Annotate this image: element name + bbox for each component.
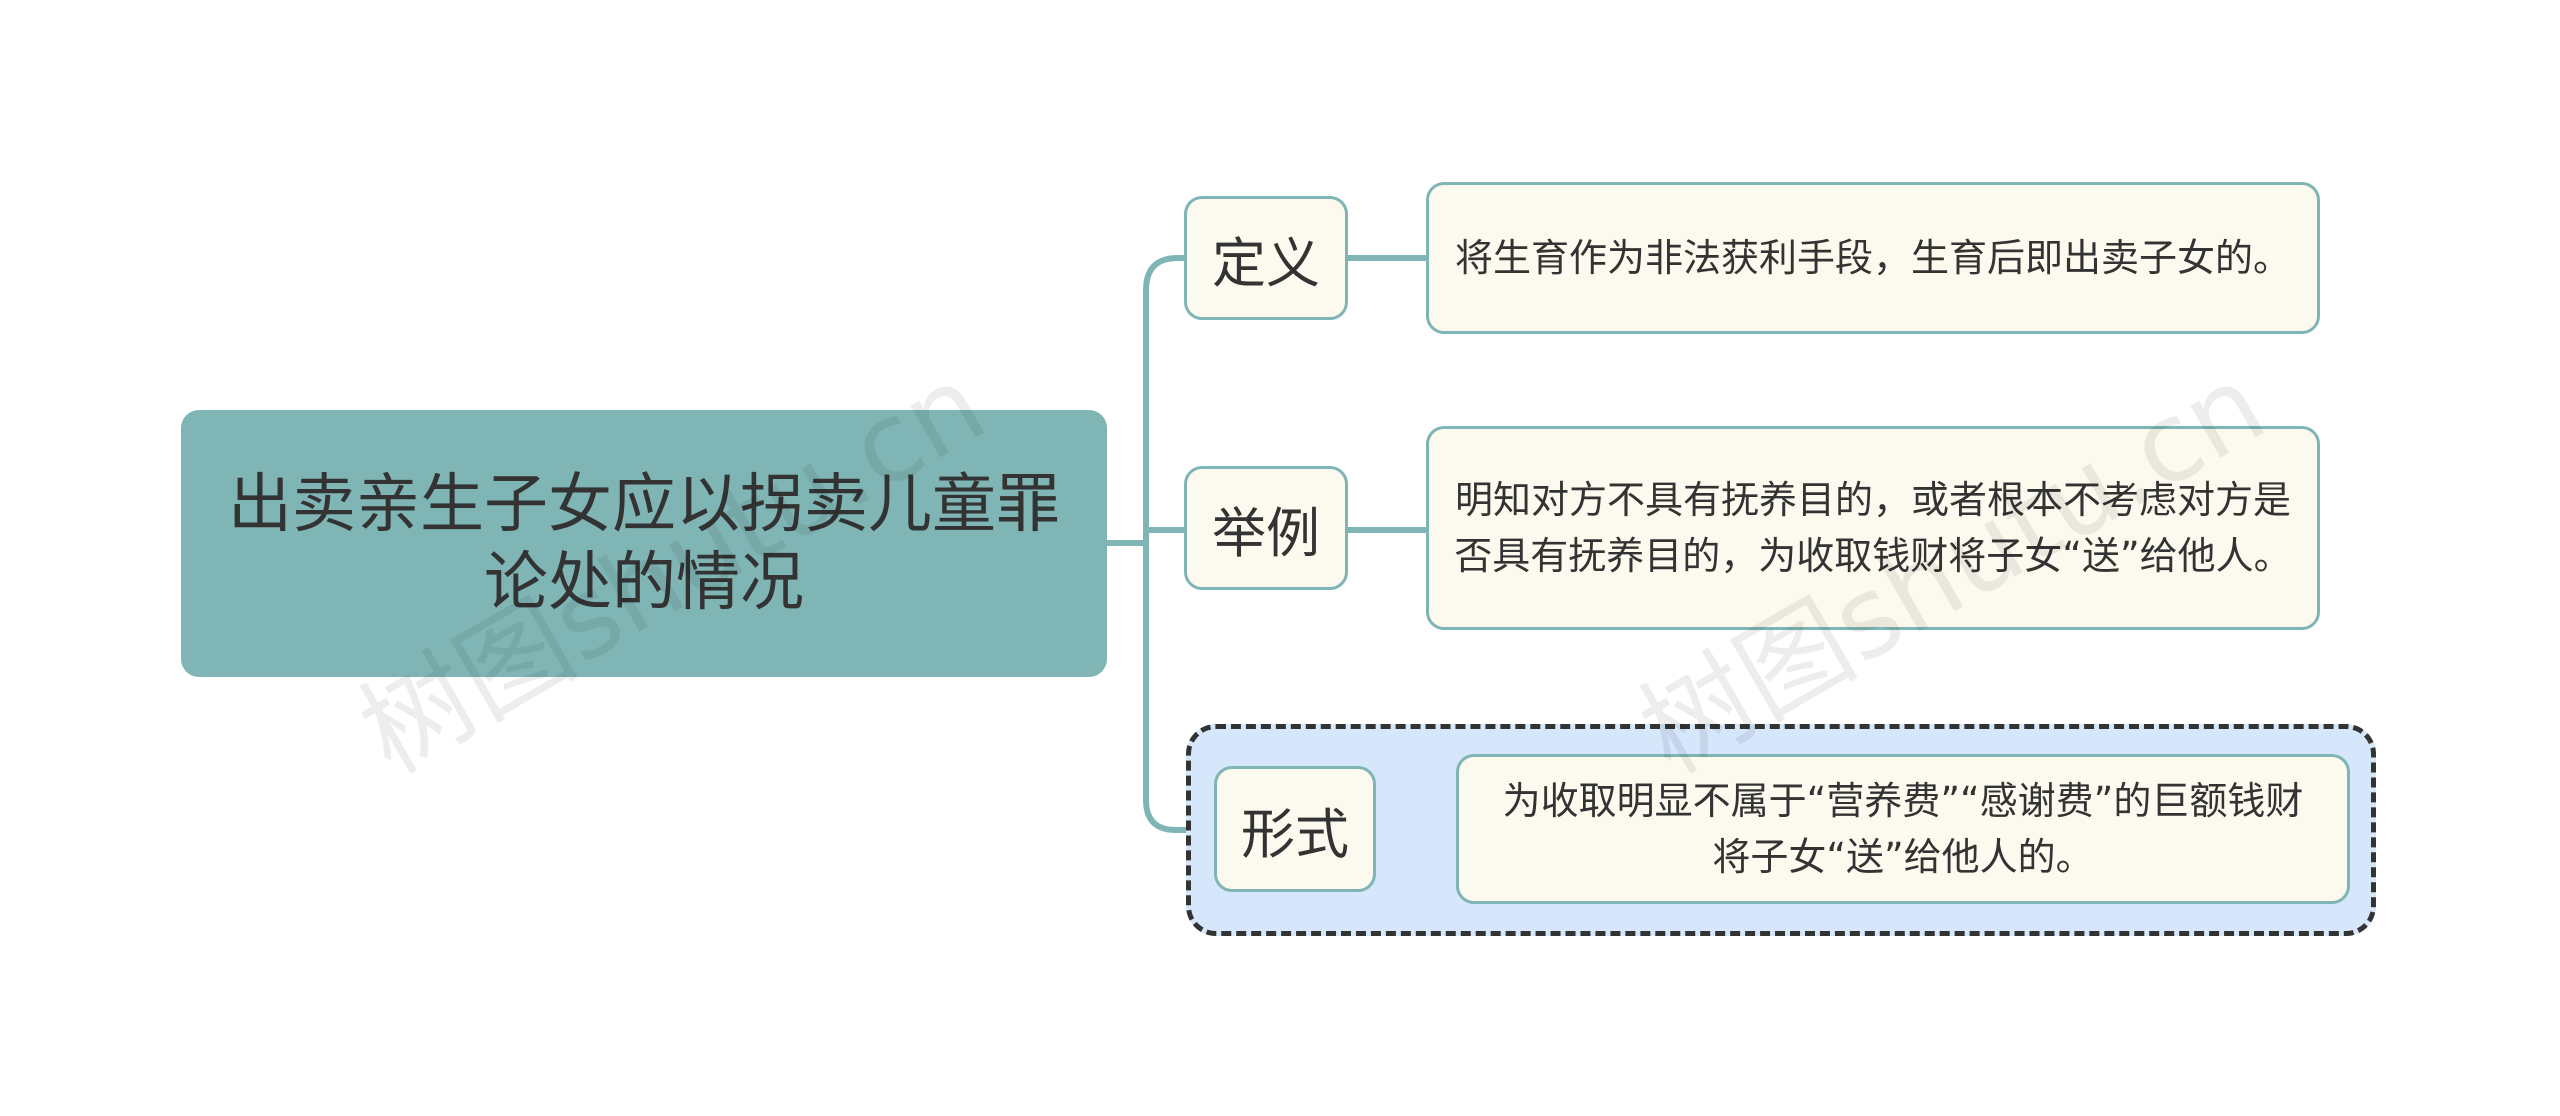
leaf-text: 明知对方不具有抚养目的，或者根本不考虑对方是否具有抚养目的，为收取钱财将子女“送… (1454, 478, 2292, 578)
leaf-node-example[interactable]: 明知对方不具有抚养目的，或者根本不考虑对方是否具有抚养目的，为收取钱财将子女“送… (1426, 426, 2320, 630)
root-topic-text: 出卖亲生子女应以拐卖儿童罪论处的情况 (228, 467, 1060, 620)
leaf-node-definition[interactable]: 将生育作为非法获利手段，生育后即出卖子女的。 (1426, 182, 2320, 334)
branch-label: 举例 (1212, 501, 1320, 565)
branch-node-definition[interactable]: 定义 (1184, 196, 1348, 320)
branch-label: 形式 (1241, 802, 1349, 866)
branch-label: 定义 (1212, 231, 1320, 295)
leaf-text: 将生育作为非法获利手段，生育后即出卖子女的。 (1454, 236, 2291, 280)
connector-branch-1 (1143, 255, 1187, 546)
branch-node-form[interactable]: 形式 (1214, 766, 1376, 892)
connector-branch-3 (1143, 540, 1217, 833)
leaf-node-form[interactable]: 为收取明显不属于“营养费”“感谢费”的巨额钱财 将子女“送”给他人的。 (1456, 754, 2350, 904)
leaf-text: 为收取明显不属于“营养费”“感谢费”的巨额钱财 将子女“送”给他人的。 (1502, 779, 2304, 879)
root-topic[interactable]: 出卖亲生子女应以拐卖儿童罪论处的情况 (181, 410, 1107, 677)
branch-node-example[interactable]: 举例 (1184, 466, 1348, 590)
